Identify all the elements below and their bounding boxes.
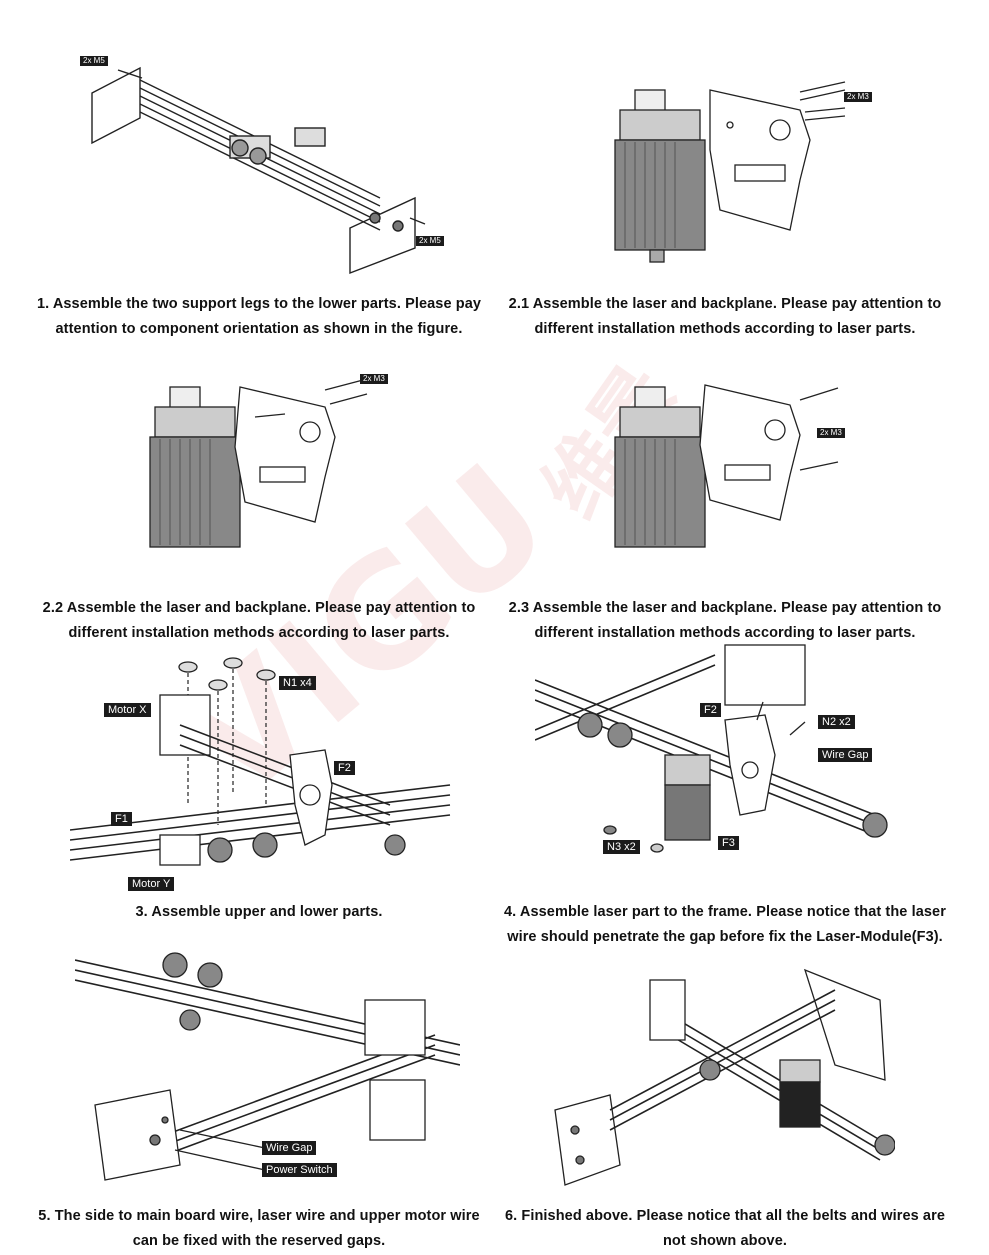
caption-step-3: 3. Assemble upper and lower parts. [135,904,383,920]
m3-label-2-3: 2x M3 [817,428,845,438]
f3-label: F3 [718,836,739,850]
figure-3-upper-lower-parts: Motor X N1 x4 F2 F1 Motor Y [70,655,455,895]
figure-1-support-legs: 2x M5 2x M5 [80,48,460,278]
power-switch-label: Power Switch [262,1163,337,1177]
motor-y-label: Motor Y [128,877,175,891]
caption-step-6: 6. Finished above. Please notice that al… [504,1208,946,1249]
caption-step-1: 1. Assemble the two support legs to the … [36,296,482,337]
n3-label: N3 x2 [603,840,640,854]
caption-step-2-1: 2.1 Assemble the laser and backplane. Pl… [508,296,942,337]
m5-label-bottom: 2x M5 [416,236,444,246]
m3-label-2-2: 2x M3 [360,374,388,384]
m5-label-top: 2x M5 [80,56,108,66]
m3-label-2-1: 2x M3 [844,92,872,102]
wire-gap-label-step-5: Wire Gap [262,1141,317,1155]
figure-2-2-laser-backplane: 2x M3 [135,372,395,562]
n2-label: N2 x2 [818,715,855,729]
f2-label-step-4: F2 [700,703,721,717]
f2-label-step-3: F2 [334,761,355,775]
motor-x-label: Motor X [104,703,151,717]
wire-gap-label-step-4: Wire Gap [818,748,873,762]
n1-label: N1 x4 [279,676,316,690]
figure-2-3-laser-backplane: 2x M3 [600,370,860,560]
f1-label: F1 [111,812,132,826]
caption-step-2-3: 2.3 Assemble the laser and backplane. Pl… [508,600,942,641]
figure-2-1-laser-backplane: 2x M3 [600,70,880,270]
caption-step-2-2: 2.2 Assemble the laser and backplane. Pl… [42,600,476,641]
figure-5-wire-gaps: Wire Gap Power Switch [75,945,460,1185]
caption-step-4: 4. Assemble laser part to the frame. Ple… [504,904,946,945]
caption-step-5: 5. The side to main board wire, laser wi… [38,1208,480,1249]
figure-4-laser-to-frame: F2 N2 x2 Wire Gap N3 x2 F3 [535,640,900,865]
figure-6-finished-assembly [550,960,895,1190]
